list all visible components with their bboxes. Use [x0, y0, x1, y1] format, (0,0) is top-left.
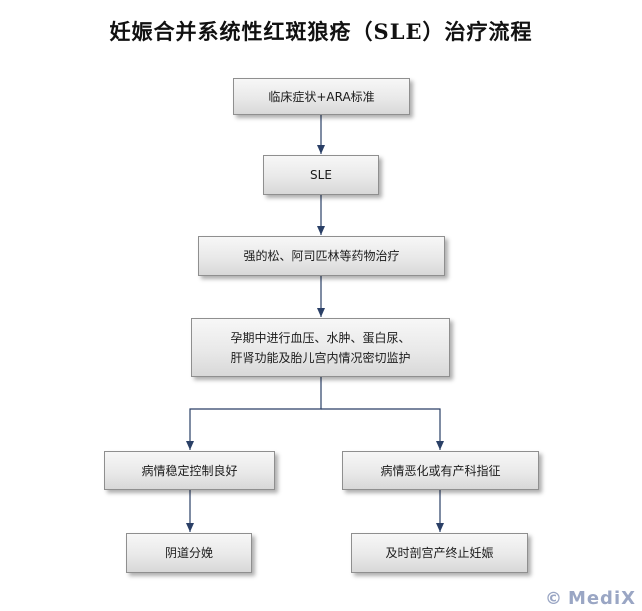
node-label-line1: 孕期中进行血压、水肿、蛋白尿、	[230, 330, 411, 345]
arrow-monitoring-to-stable	[186, 377, 322, 450]
arrow-monitoring-to-worsening	[321, 408, 444, 450]
node-label-line2: 肝肾功能及胎儿宫内情况密切监护	[230, 350, 411, 365]
node-label: SLE	[310, 168, 332, 182]
node-label: 阴道分娩	[164, 546, 213, 560]
node-sle: SLE	[263, 155, 379, 195]
watermark-text: MediX	[567, 588, 636, 609]
page-title: 妊娠合并系统性红斑狼疮（SLE）治疗流程	[109, 19, 533, 44]
node-medication: 强的松、阿司匹林等药物治疗	[198, 236, 445, 276]
node-vaginal-delivery: 阴道分娩	[126, 533, 252, 573]
watermark: ©MediX	[545, 588, 636, 609]
node-label: 及时剖宫产终止妊娠	[385, 546, 494, 560]
node-stable: 病情稳定控制良好	[104, 451, 275, 490]
node-label: 强的松、阿司匹林等药物治疗	[243, 249, 400, 263]
node-worsening: 病情恶化或有产科指征	[342, 451, 539, 490]
node-monitoring: 孕期中进行血压、水肿、蛋白尿、 肝肾功能及胎儿宫内情况密切监护	[191, 318, 450, 377]
node-label: 病情恶化或有产科指征	[380, 463, 501, 478]
node-label: 临床症状+ARA标准	[268, 89, 375, 104]
node-clinical-criteria: 临床症状+ARA标准	[233, 78, 410, 115]
copyright-icon: ©	[544, 589, 563, 609]
node-cesarean: 及时剖宫产终止妊娠	[351, 533, 528, 573]
node-label: 病情稳定控制良好	[141, 463, 238, 478]
